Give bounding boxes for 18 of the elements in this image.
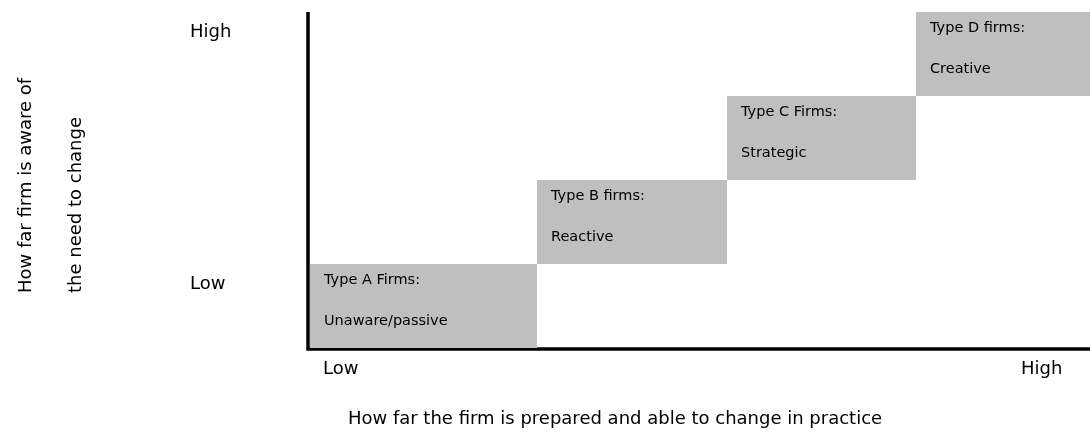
axis-tick-label: Low (323, 357, 359, 379)
category-box (916, 12, 1090, 96)
box-heading: Type C Firms: (741, 102, 839, 121)
axis-title: How far the firm is prepared and able to change in practice (346, 407, 884, 429)
box-heading: Type A Firms: (324, 270, 422, 289)
category-box (537, 180, 727, 264)
axis-title: How far firm is aware of the need to change (13, 76, 86, 293)
axis-tick-label: High (1021, 357, 1063, 379)
box-heading: Type B firms: (551, 186, 646, 205)
category-box (727, 96, 916, 180)
box-label: Creative (930, 59, 992, 78)
box-label: Reactive (551, 227, 615, 246)
box-label: Strategic (741, 143, 808, 162)
category-box (310, 264, 537, 348)
axis-tick-label: Low (190, 272, 226, 294)
box-label: Unaware/passive (324, 311, 449, 330)
axis-tick-label: High (190, 20, 232, 42)
box-heading: Type D firms: (930, 18, 1027, 37)
